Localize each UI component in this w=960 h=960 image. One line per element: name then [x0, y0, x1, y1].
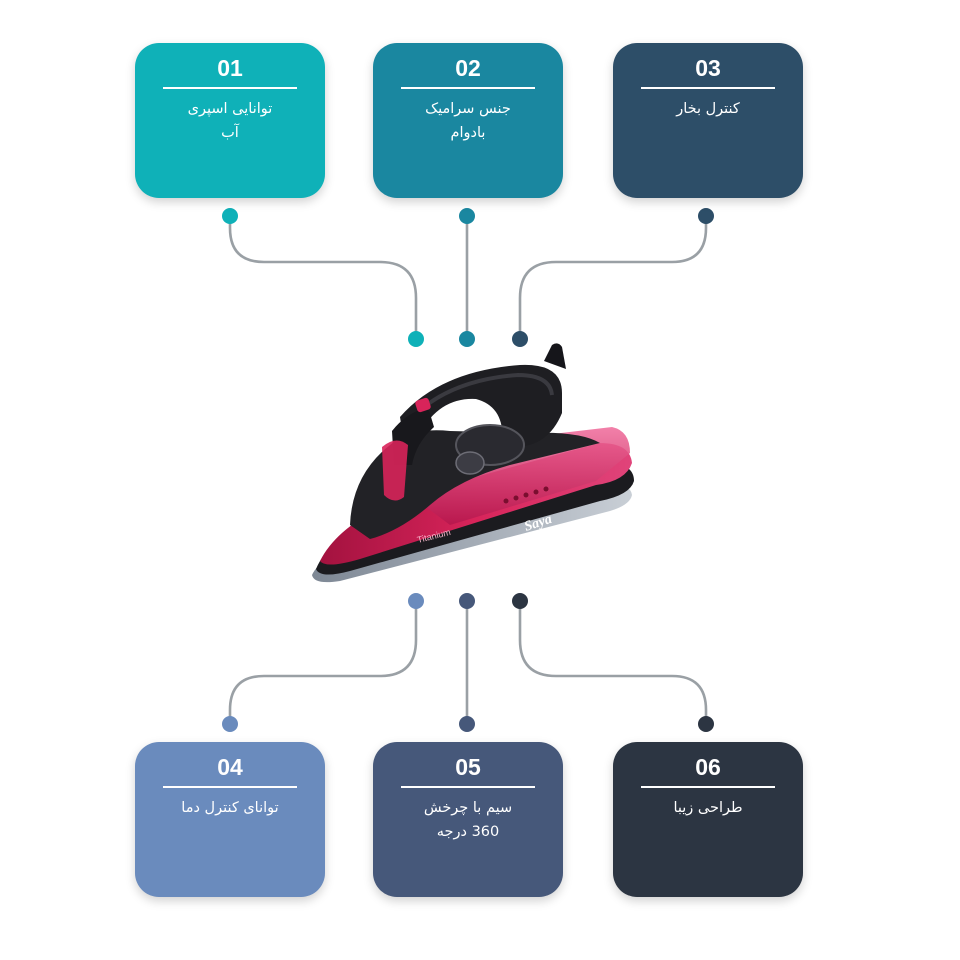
feature-number: 01	[217, 55, 243, 81]
feature-label: توانایی اسپری آب	[187, 101, 273, 141]
indicator-dot	[533, 489, 539, 495]
divider	[401, 786, 535, 788]
feature-number: 06	[695, 754, 721, 780]
connector-03	[518, 214, 708, 340]
dot-01-center	[408, 331, 424, 347]
indicator-dot	[513, 495, 519, 501]
dial-knob	[455, 451, 485, 475]
feature-label: طراحی زیبا	[673, 800, 743, 816]
connector-01	[228, 214, 418, 340]
feature-number: 03	[695, 55, 721, 81]
cord-guard	[544, 343, 566, 369]
handle-highlight	[422, 372, 554, 409]
feature-card-04: 04 توانای کنترل دما	[135, 742, 325, 897]
feature-label: سیم با چرخش 360 درجه	[423, 800, 513, 840]
indicator-dot	[523, 492, 529, 498]
feature-number: 02	[455, 55, 481, 81]
feature-card-01: 01 توانایی اسپری آب	[135, 43, 325, 198]
feature-card-03: 03 کنترل بخار	[613, 43, 803, 198]
feature-number: 05	[455, 754, 481, 780]
steam-iron-image: Saya Titanium	[312, 343, 634, 583]
spray-button	[415, 397, 431, 413]
feature-number: 04	[217, 754, 243, 780]
feature-card-06: 06 طراحی زیبا	[613, 742, 803, 897]
divider	[641, 87, 775, 89]
water-tank	[410, 427, 630, 525]
indicator-dot	[503, 498, 509, 504]
divider	[163, 786, 297, 788]
feature-label: کنترل بخار	[676, 101, 740, 117]
dot-06-bottom	[698, 716, 714, 732]
feature-card-05: 05 سیم با چرخش 360 درجه	[373, 742, 563, 897]
feature-label: جنس سرامیک بادوام	[425, 101, 511, 141]
dot-04-bottom	[222, 716, 238, 732]
feature-card-02: 02 جنس سرامیک بادوام	[373, 43, 563, 198]
dot-06-center	[512, 593, 528, 609]
divider	[401, 87, 535, 89]
dot-04-center	[408, 593, 424, 609]
feature-label: توانای کنترل دما	[181, 800, 279, 816]
side-window	[382, 440, 408, 501]
divider	[641, 786, 775, 788]
divider	[163, 87, 297, 89]
dot-01-top	[222, 208, 238, 224]
dot-02-top	[459, 208, 475, 224]
dot-02-center	[459, 331, 475, 347]
dot-05-bottom	[459, 716, 475, 732]
dot-03-center	[512, 331, 528, 347]
indicator-dot	[543, 486, 549, 492]
connector-06	[518, 599, 708, 726]
dot-03-top	[698, 208, 714, 224]
dot-05-center	[459, 593, 475, 609]
handle	[400, 364, 562, 447]
connector-04	[228, 599, 418, 726]
